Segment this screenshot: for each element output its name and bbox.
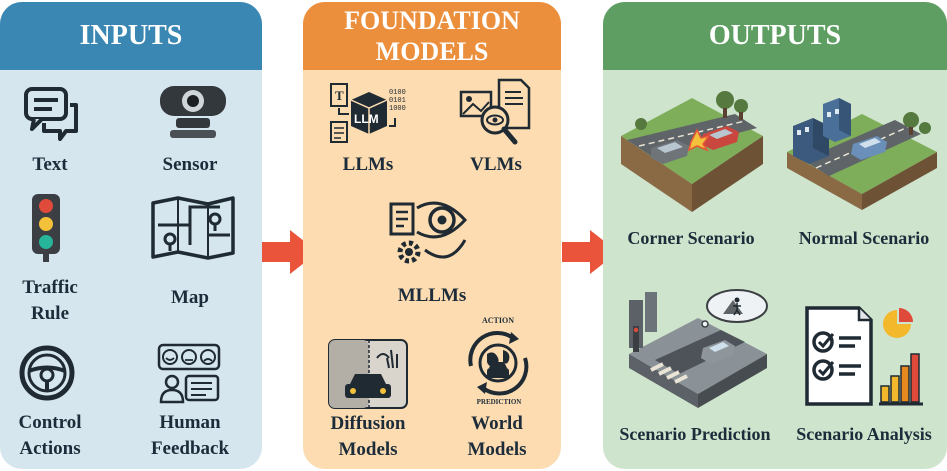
inputs-header: INPUTS: [0, 2, 262, 70]
output-label-prediction: Scenario Prediction: [619, 424, 771, 444]
outputs-header: OUTPUTS: [603, 2, 947, 70]
vlm-magnifier-icon: [459, 78, 531, 145]
output-label-normal: Normal Scenario: [798, 228, 930, 248]
outputs-title: OUTPUTS: [708, 20, 842, 51]
foundation-header: FOUNDATION MODELS: [303, 2, 561, 70]
feedback-faces-icon: [157, 343, 221, 404]
input-label-traffic-2: Rule: [31, 303, 69, 324]
inputs-panel: INPUTS Text Sensor Traffic Rule Map: [0, 2, 262, 469]
scenario-analysis-illustration: [805, 306, 923, 406]
steering-wheel-icon: [19, 345, 75, 401]
binary-line-2: 0101: [389, 97, 406, 105]
scenario-prediction-illustration: [629, 289, 768, 408]
model-label-vlms: VLMs: [470, 154, 522, 175]
llm-cube-icon: T LLM 0100 0101 1000: [330, 83, 406, 143]
inputs-title: INPUTS: [79, 20, 183, 51]
llm-box-text: LLM: [354, 112, 379, 126]
model-label-world-1: World: [471, 413, 523, 434]
foundation-panel: FOUNDATION MODELS T LLM 0100 0101 1000 L…: [303, 2, 561, 469]
map-icon: [151, 196, 235, 260]
svg-text:T: T: [335, 88, 344, 103]
traffic-light-icon: [32, 194, 60, 262]
normal-scenario-illustration: [787, 98, 937, 210]
binary-line-1: 0100: [389, 89, 406, 97]
foundation-title-2: MODELS: [375, 37, 489, 66]
outputs-panel: OUTPUTS Corner Scenario Normal Scena: [603, 2, 947, 469]
mllm-eye-gear-icon: [389, 201, 468, 264]
output-label-analysis: Scenario Analysis: [796, 424, 932, 444]
input-label-traffic-1: Traffic: [22, 277, 78, 298]
model-label-diffusion-2: Models: [338, 439, 398, 460]
binary-line-3: 1000: [389, 105, 406, 113]
model-label-mllms: MLLMs: [397, 285, 467, 306]
input-label-map: Map: [171, 287, 209, 308]
world-icon-prediction: PREDICTION: [476, 398, 522, 406]
foundation-title-1: FOUNDATION: [344, 6, 520, 35]
model-label-world-2: Models: [467, 439, 527, 460]
model-label-diffusion-1: Diffusion: [330, 413, 406, 434]
input-label-control-1: Control: [18, 412, 82, 433]
output-label-corner: Corner Scenario: [627, 228, 755, 248]
camera-sensor-icon: [160, 86, 226, 138]
input-label-control-2: Actions: [19, 438, 81, 459]
input-label-text: Text: [32, 154, 68, 175]
chat-bubbles-icon: [24, 87, 78, 141]
world-globe-car-icon: [468, 330, 529, 396]
corner-scenario-illustration: [621, 91, 763, 212]
input-label-sensor: Sensor: [162, 154, 218, 175]
input-label-human-1: Human: [159, 412, 221, 433]
input-label-human-2: Feedback: [150, 438, 230, 459]
model-label-llms: LLMs: [342, 154, 394, 175]
world-icon-action: ACTION: [481, 316, 514, 325]
diffusion-scene-icon: [328, 339, 408, 409]
